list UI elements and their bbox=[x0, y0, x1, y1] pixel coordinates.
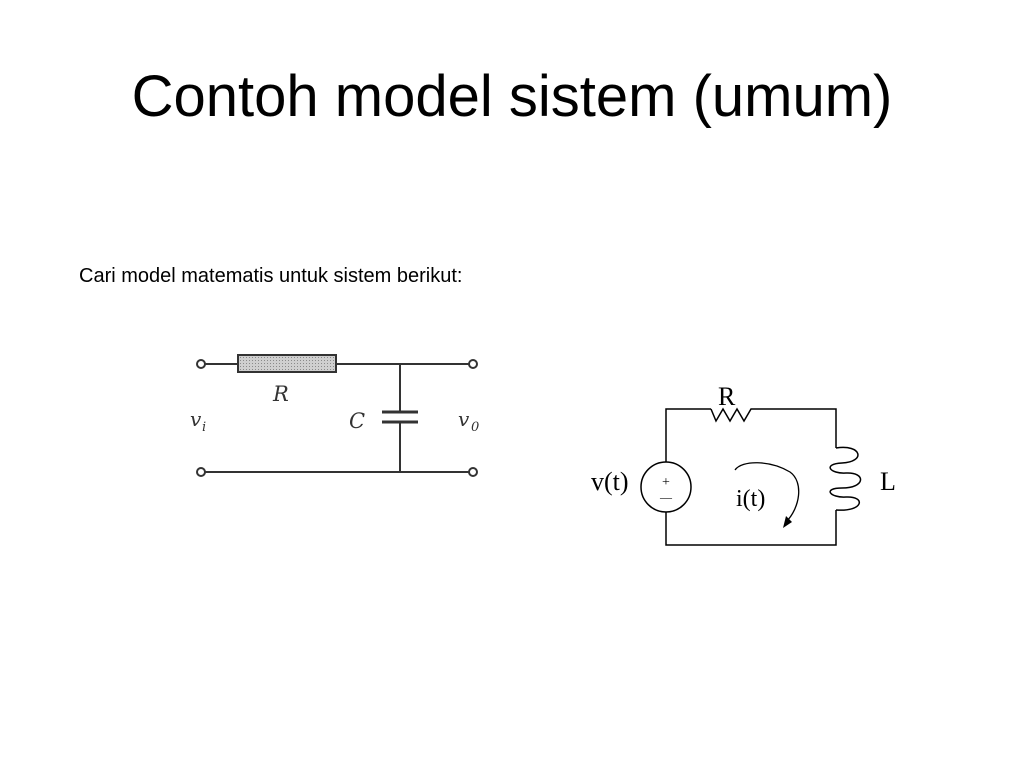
rc-input-subscript: i bbox=[202, 420, 206, 435]
rc-circuit: R C v i v 0 bbox=[190, 354, 479, 477]
rl-wire-bottom bbox=[665, 510, 837, 546]
rl-wire-left-top bbox=[665, 408, 711, 462]
rl-circuit: + — R L v(t) i(t) bbox=[591, 382, 896, 546]
rl-current-label: i(t) bbox=[736, 486, 765, 512]
slide-title: Contoh model sistem (umum) bbox=[131, 64, 893, 129]
rc-input-label: v bbox=[190, 407, 202, 431]
rc-output-subscript: 0 bbox=[471, 420, 479, 435]
rc-output-label: v bbox=[458, 407, 470, 431]
rl-source-plus-sign: + bbox=[662, 475, 670, 490]
output-top-terminal bbox=[468, 359, 478, 369]
rl-source-minus-sign: — bbox=[659, 490, 673, 504]
rl-voltage-source bbox=[640, 461, 692, 513]
rc-resistor bbox=[237, 354, 337, 373]
rl-inductor-label: L bbox=[880, 467, 896, 496]
rl-current-arrowhead bbox=[783, 516, 792, 528]
rl-resistor-label: R bbox=[718, 382, 736, 411]
instruction-text: Cari model matematis untuk sistem beriku… bbox=[79, 265, 463, 287]
input-top-terminal bbox=[196, 359, 206, 369]
rl-source-label: v(t) bbox=[591, 467, 629, 496]
rc-capacitor-label: C bbox=[349, 409, 365, 433]
rl-inductor bbox=[829, 446, 862, 511]
output-bottom-terminal bbox=[468, 467, 478, 477]
rl-resistor bbox=[710, 407, 756, 423]
rc-resistor-label: R bbox=[272, 382, 289, 406]
rl-current-arrow bbox=[734, 462, 800, 523]
rl-wire-top-right bbox=[756, 408, 837, 448]
input-bottom-terminal bbox=[196, 467, 206, 477]
